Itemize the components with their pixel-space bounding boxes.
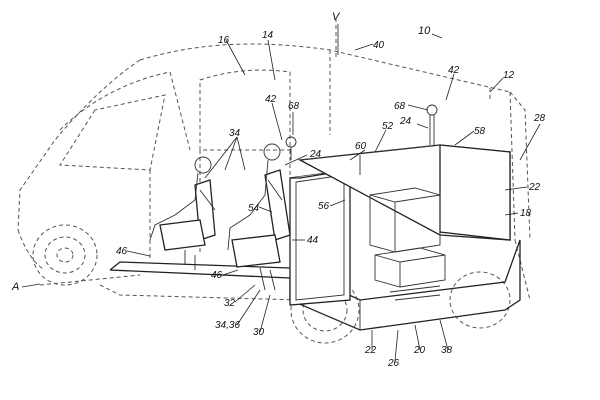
label-58: 58	[474, 126, 486, 137]
label-14: 14	[262, 30, 274, 41]
reference-labels: V 10 40 16 14 12 42 42 68 68 24 24 28 52…	[11, 11, 546, 369]
sensor-rear	[426, 104, 438, 145]
label-38: 38	[441, 345, 453, 356]
label-a: A	[11, 281, 19, 293]
vehicle-body-outline	[17, 18, 531, 344]
label-28: 28	[533, 113, 546, 124]
label-30: 30	[253, 327, 265, 338]
label-16: 16	[218, 35, 230, 46]
label-20: 20	[413, 345, 426, 356]
occupant-front	[149, 156, 216, 241]
label-v: V	[332, 11, 341, 23]
label-40: 40	[373, 40, 385, 51]
label-10: 10	[418, 25, 431, 37]
label-60: 60	[355, 141, 367, 152]
cargo-wall	[297, 144, 511, 241]
seat-row-front	[159, 179, 216, 270]
label-56: 56	[318, 201, 330, 212]
occupant-rear	[227, 143, 283, 251]
leader-lines	[21, 24, 541, 362]
label-34: 34	[229, 128, 241, 139]
label-42-front: 42	[265, 94, 277, 105]
label-22-floor: 22	[364, 345, 377, 356]
label-68-front: 68	[288, 101, 300, 112]
cargo-boxes	[369, 187, 446, 301]
seat-row-rear	[231, 169, 291, 291]
label-24-rear: 24	[399, 116, 412, 127]
label-26: 26	[387, 358, 400, 369]
label-54: 54	[248, 203, 260, 214]
label-22-wall: 22	[528, 182, 541, 193]
label-44: 44	[307, 235, 319, 246]
label-46-rear: 46	[211, 270, 223, 281]
sensor-front	[285, 136, 297, 160]
label-42-rear: 42	[448, 65, 460, 76]
partition-panel	[289, 169, 351, 306]
label-12: 12	[503, 70, 515, 81]
label-34-36: 34,36	[215, 320, 240, 331]
label-46-front: 46	[116, 246, 128, 257]
label-68-rear: 68	[394, 101, 406, 112]
label-52: 52	[382, 121, 394, 132]
label-32: 32	[224, 298, 236, 309]
label-24-front: 24	[309, 149, 322, 160]
label-18: 18	[520, 208, 532, 219]
